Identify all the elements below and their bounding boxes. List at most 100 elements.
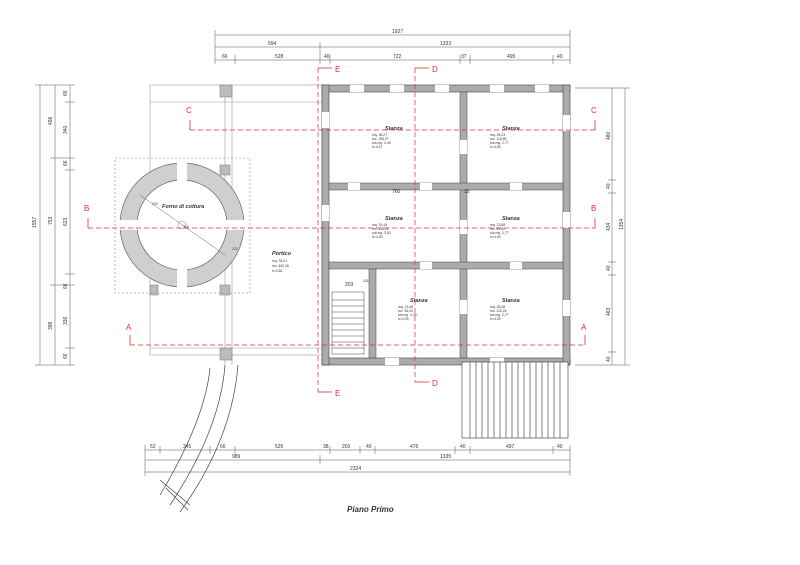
dim-left-inner7: 66: [63, 353, 69, 359]
room-1-volume: mc. 155,07: [372, 137, 389, 141]
dim-top-seg5: 37: [461, 54, 467, 60]
room-4: Stanza mq. 23,88 mc. 95,80 s/a mq. 2,77 …: [490, 216, 520, 239]
dim-top-seg1: 66: [222, 54, 228, 60]
section-a-right: A: [581, 323, 587, 332]
room-6-name: Stanza: [502, 298, 520, 304]
oven-labels: Forno di cottura 120 374 120: [152, 202, 238, 251]
room-3-area: mq. 31,44: [372, 223, 387, 227]
room-4-height: h=4,00: [490, 235, 501, 239]
dim-left-inner3: 66: [63, 160, 69, 166]
dim-bottom-5: 38: [323, 444, 329, 450]
portico-volume: mc. 400,26: [272, 264, 289, 268]
room-5-height: h=4,09: [398, 317, 409, 321]
portico-title: Portico: [272, 251, 292, 257]
room-1-area: mq. 36,27: [372, 133, 387, 137]
curved-path: [159, 364, 239, 513]
dim-top-seg7: 40: [557, 54, 563, 60]
dim-top-seg4: 722: [393, 54, 402, 60]
dim-int-203: 203: [345, 282, 354, 288]
dim-top-seg2: 528: [275, 54, 284, 60]
dim-bottom-2: 345: [183, 444, 192, 450]
right-dimension-lines: [575, 87, 630, 366]
room-6: Stanza mq. 26,48 mc. 116,24 s/a mq. 2,77…: [490, 298, 520, 321]
dim-right-1: 480: [606, 131, 612, 140]
oven-title: Forno di cottura: [162, 204, 204, 210]
room-4-name: Stanza: [502, 216, 520, 222]
top-dimension-text: 1927 594 1333 66 528 40 722 37 495 40: [222, 29, 563, 60]
dim-top-total: 1927: [392, 29, 403, 35]
dim-bottom-9: 40: [460, 444, 466, 450]
dim-left-inner6: 336: [63, 316, 69, 325]
dim-int-115: 115: [363, 279, 369, 283]
bottom-dimension-text: 52 345 66 526 38 203 40 476 40 497 40 98…: [150, 444, 563, 472]
section-lines: [88, 68, 595, 392]
dim-top-left: 594: [268, 41, 277, 47]
room-3: Stanza mq. 31,44 mc. 135,20 s/a mq. 3,63…: [372, 216, 403, 239]
dim-left-inner2: 340: [63, 125, 69, 134]
exterior-staircase: [461, 361, 569, 439]
section-e-bottom: E: [335, 389, 340, 398]
room-4-sa: s/a mq. 2,77: [490, 231, 509, 235]
interior-dimensions: 760 15 203 115: [345, 189, 470, 288]
dim-top-seg3: 40: [324, 54, 330, 60]
room-1-name: Stanza: [385, 126, 403, 132]
dim-bottom-total: 2324: [350, 466, 361, 472]
dim-bottom-4: 526: [275, 444, 284, 450]
room-2-volume: mc. 116,80: [490, 137, 507, 141]
drawing-title: Piano Primo: [347, 505, 394, 514]
section-labels: C C B B A A E E D D: [84, 65, 597, 398]
dim-right-2: 40: [606, 183, 612, 189]
dim-right-4: 40: [606, 265, 612, 271]
room-5: Stanza mq. 23,48 mc. 96,04 s/a mq. 2,26 …: [398, 298, 428, 321]
room-3-name: Stanza: [385, 216, 403, 222]
portico-labels: Portico mq. 93,41 mc. 400,26 h=4,81: [272, 251, 292, 273]
dim-top-seg6: 495: [507, 54, 516, 60]
dim-right-5: 463: [606, 307, 612, 316]
room-3-height: h=4,30: [372, 235, 383, 239]
dim-bottom-1: 52: [150, 444, 156, 450]
dim-int-760: 760: [392, 189, 401, 195]
dim-left-inner4: 623: [63, 217, 69, 226]
dim-right-6: 40: [606, 356, 612, 362]
room-2-name: Stanza: [502, 126, 520, 132]
room-1-height: h=4,27: [372, 145, 383, 149]
oven-dim-1: 120: [152, 202, 158, 206]
section-e-top: E: [335, 65, 340, 74]
left-dimension-text: 1557 496 753 398 66 340 66 623 66 336 66: [32, 90, 69, 359]
room-5-sa: s/a mq. 2,26: [398, 313, 417, 317]
room-1: Stanza mq. 36,27 mc. 155,07 s/a mq. 4,45…: [372, 126, 403, 149]
left-dimension-lines: [35, 84, 75, 366]
dim-bottom-3: 66: [220, 444, 226, 450]
top-dimension-lines: [214, 30, 571, 64]
wall-openings: [322, 85, 570, 365]
dim-int-15: 15: [464, 189, 470, 195]
room-4-area: mq. 23,88: [490, 223, 505, 227]
dim-right-3: 434: [606, 222, 612, 231]
dim-left-mid2: 753: [48, 216, 54, 225]
section-a-left: A: [126, 323, 132, 332]
dim-left-inner5: 66: [63, 283, 69, 289]
dim-right-total: 1354: [619, 219, 625, 230]
room-5-area: mq. 23,48: [398, 305, 413, 309]
room-6-sa: s/a mq. 2,77: [490, 313, 509, 317]
room-2: Stanza mq. 28,23 mc. 116,80 s/a mq. 2,77…: [490, 126, 520, 149]
room-3-volume: mc. 135,20: [372, 227, 389, 231]
room-6-area: mq. 26,48: [490, 305, 505, 309]
dim-bottom-11: 40: [557, 444, 563, 450]
room-2-area: mq. 28,23: [490, 133, 505, 137]
room-2-height: h=4,05: [490, 145, 501, 149]
section-b-right: B: [591, 204, 596, 213]
room-6-volume: mc. 116,24: [490, 309, 507, 313]
right-dimension-text: 1354 480 40 434 40 463 40: [606, 131, 625, 362]
dim-top-right: 1333: [440, 41, 451, 47]
room-2-sa: s/a mq. 2,77: [490, 141, 509, 145]
dim-left-inner1: 66: [63, 90, 69, 96]
room-6-height: h=4,39: [490, 317, 501, 321]
oven-dim-3: 120: [232, 247, 238, 251]
dim-bottom-6: 203: [342, 444, 351, 450]
dim-bottom-row2-left: 989: [232, 454, 241, 460]
portico-pillars: [149, 84, 233, 361]
oven-outline: [114, 157, 251, 294]
room-3-sa: s/a mq. 3,63: [372, 231, 391, 235]
dim-left-total: 1557: [32, 217, 38, 228]
